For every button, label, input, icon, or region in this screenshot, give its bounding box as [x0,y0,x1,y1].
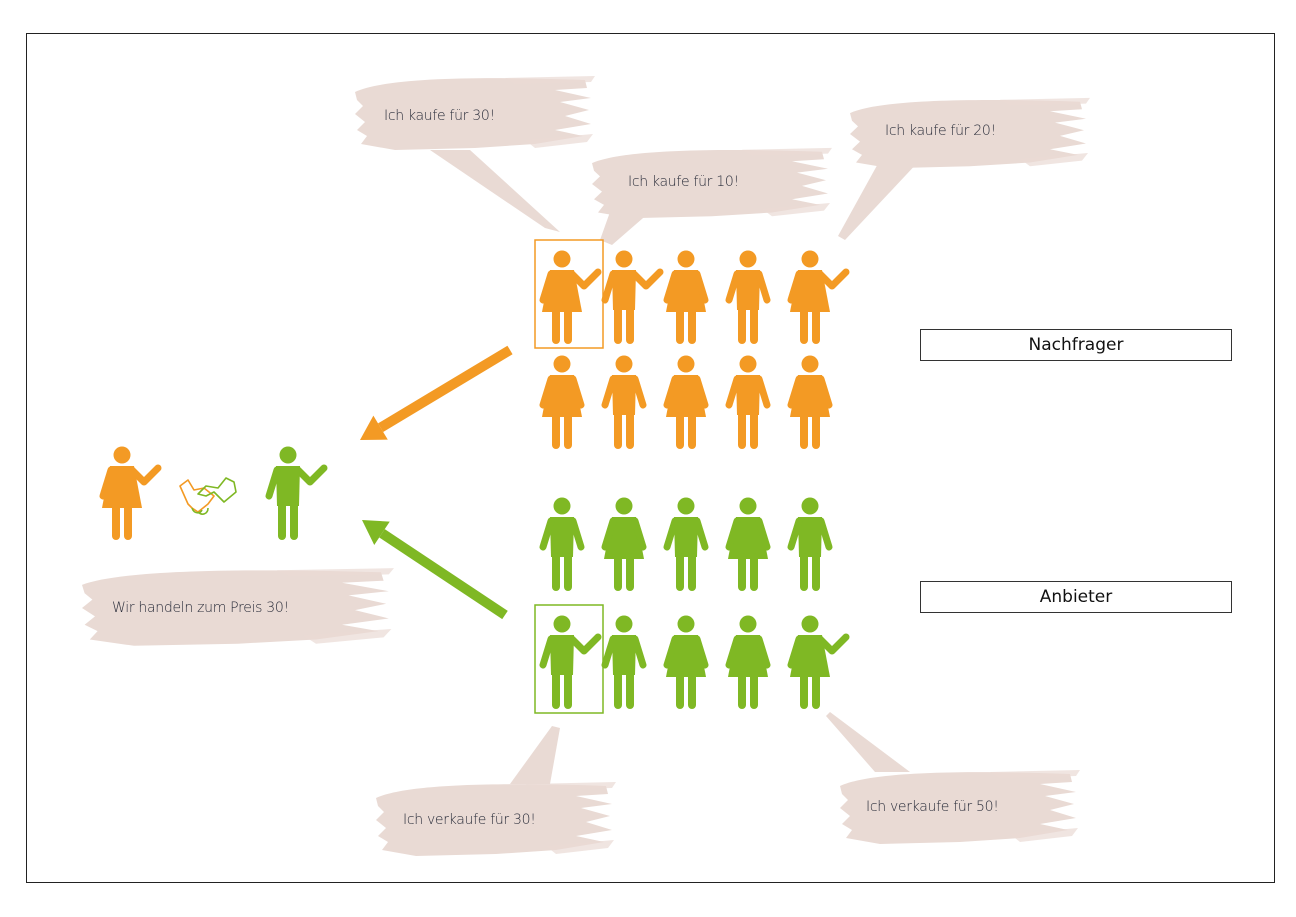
supply-group-label: Anbieter [920,581,1232,613]
supply-person-1-1 [601,615,647,709]
demand-group-label-text: Nachfrager [1028,335,1124,355]
deal-seller [265,446,328,540]
supply-person-0-2 [663,497,709,591]
demand-person-0-4 [787,250,850,344]
supply-person-1-3 [725,615,771,709]
supply-person-1-0 [539,615,602,709]
supply-person-1-2 [663,615,709,709]
handshake-icon [179,477,237,515]
deal-buyer [99,446,162,540]
demand-group-label: Nachfrager [920,329,1232,361]
supply-arrow-shaft [379,529,508,620]
demand-person-1-0 [539,355,585,449]
demand-arrow-shaft [378,345,513,432]
bubble-sell-50 [826,712,1080,844]
supply-highlight-box [534,604,604,714]
demand-arrow [360,345,513,440]
supply-person-0-1 [601,497,647,591]
arrows [360,345,513,620]
bubble-buy-20-tail [838,160,920,240]
bubble-sell-50-text: Ich verkaufe für 50! [866,799,999,815]
demand-person-0-0 [539,250,602,344]
demand-person-1-2 [663,355,709,449]
bubble-buy-10-text: Ich kaufe für 10! [628,174,739,190]
demand-arrow-head [360,415,388,440]
bubble-deal-text: Wir handeln zum Preis 30! [112,600,289,616]
bubble-sell-30-text: Ich verkaufe für 30! [403,812,536,828]
bubble-sell-50-tail [826,712,910,772]
people [99,239,850,714]
bubble-buy-30-tail [430,150,560,232]
bubble-buy-10-tail [600,212,650,245]
supply-arrow-head [362,520,390,545]
demand-person-1-1 [601,355,647,449]
supply-person-0-0 [539,497,585,591]
demand-person-0-2 [663,250,709,344]
demand-person-0-3 [725,250,771,344]
demand-person-1-3 [725,355,771,449]
bubble-buy-10 [592,147,832,245]
supply-arrow [362,520,508,620]
bubble-sell-30 [376,726,616,856]
bubble-buy-30-text: Ich kaufe für 30! [384,108,495,124]
supply-group-label-text: Anbieter [1039,587,1113,607]
bubble-sell-30-tail [510,726,560,784]
supply-person-0-3 [725,497,771,591]
diagram-frame [26,33,1275,883]
supply-person-0-4 [787,497,833,591]
demand-person-0-1 [601,250,664,344]
speech-bubbles [82,76,1090,856]
bubble-buy-20 [838,97,1090,240]
demand-person-1-4 [787,355,833,449]
bubble-buy-30 [355,76,595,232]
bubble-buy-20-text: Ich kaufe für 20! [885,123,996,139]
supply-person-1-4 [787,615,850,709]
demand-highlight-box [534,239,604,349]
